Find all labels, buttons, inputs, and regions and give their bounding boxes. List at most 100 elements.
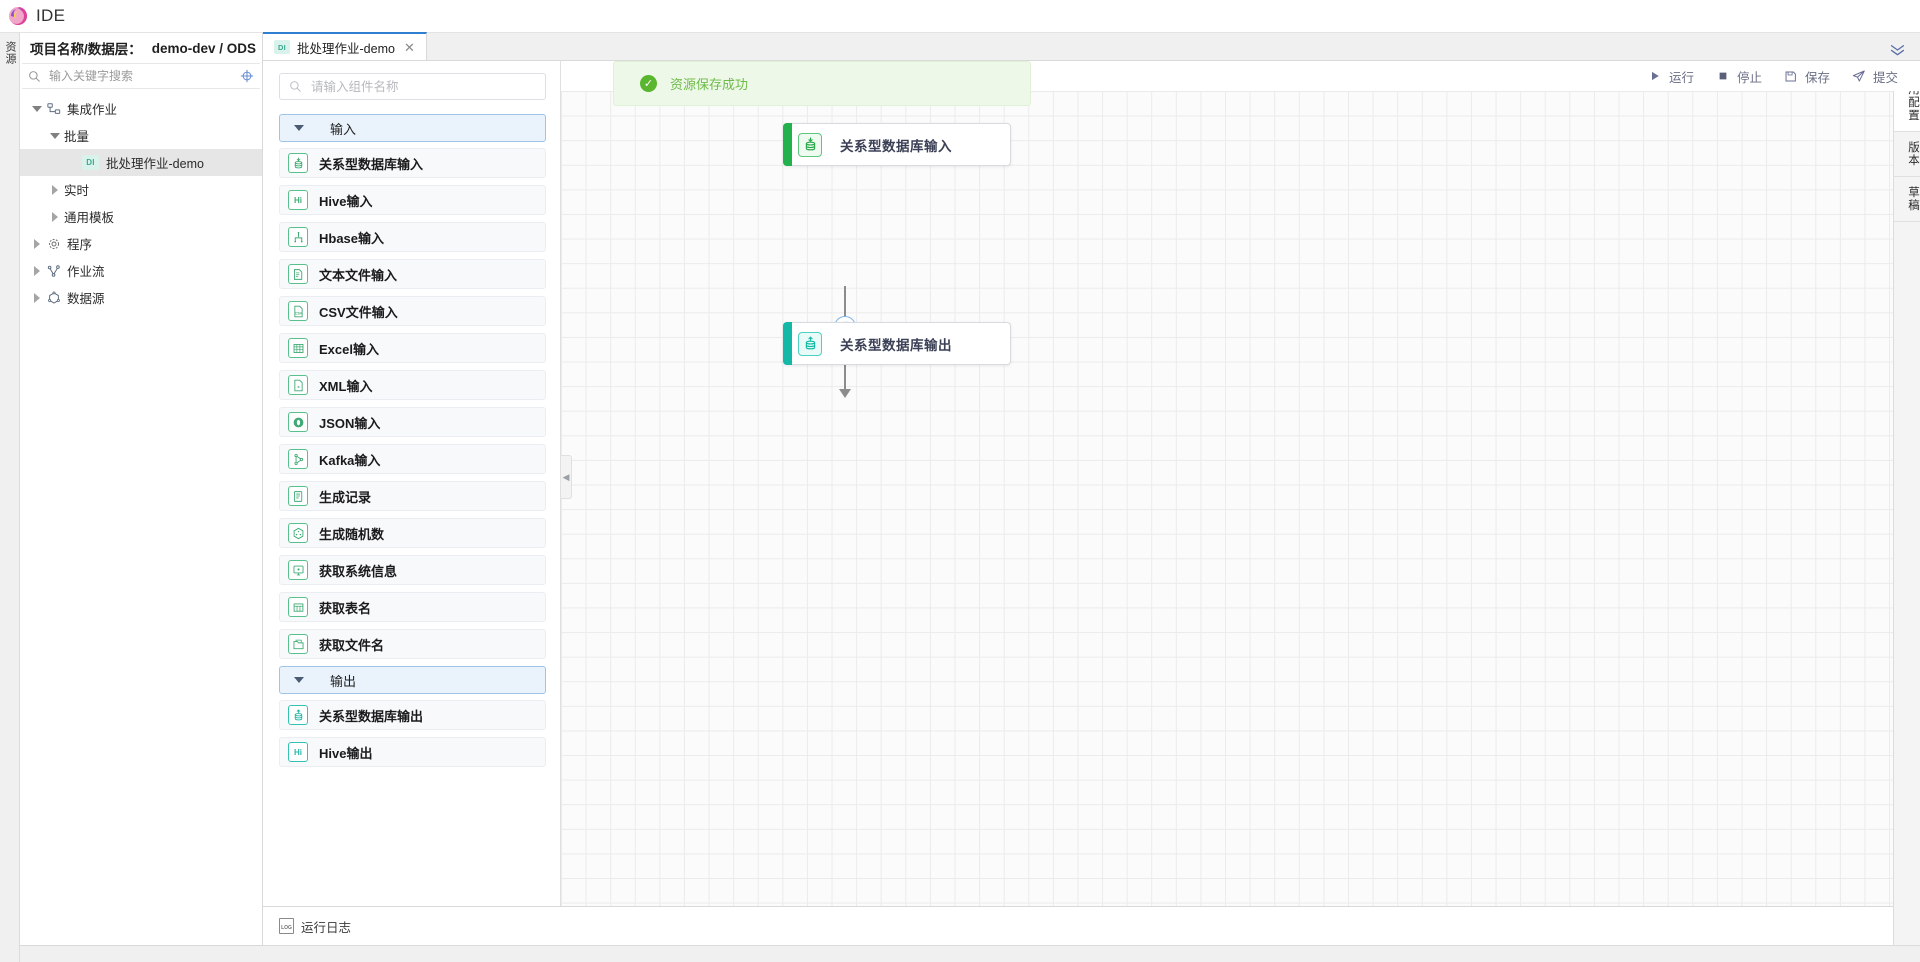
random-number-icon (288, 523, 308, 543)
save-icon (1784, 69, 1798, 83)
project-header: 项目名称/数据层： demo-dev / ODS (20, 33, 262, 63)
crosshair-locate-icon[interactable] (240, 69, 254, 83)
spiral-logo-icon (8, 6, 28, 26)
palette-item-label: 关系型数据库输入 (319, 156, 424, 172)
caret-right-icon[interactable] (30, 291, 44, 305)
sidebar-resize-handle[interactable] (20, 945, 263, 962)
toast-notification: ✓ 资源保存成功 (613, 61, 1031, 106)
gear-icon (46, 236, 62, 252)
node-relational-db-input[interactable]: 关系型数据库输入 (783, 123, 1011, 166)
kafka-icon (288, 449, 308, 469)
toolbar-save[interactable]: 保存 (1784, 67, 1830, 86)
palette-item[interactable]: Kafka输入 (279, 444, 546, 474)
palette-item[interactable]: 生成随机数 (279, 518, 546, 548)
toolbar-play[interactable]: 运行 (1648, 67, 1694, 86)
tree-item[interactable]: 通用模板 (20, 203, 262, 230)
node-relational-db-output[interactable]: 关系型数据库输出 (783, 322, 1011, 365)
right-rail-tab[interactable]: 草稿 (1894, 177, 1920, 222)
system-info-icon (288, 560, 308, 580)
canvas-grid[interactable] (561, 91, 1920, 906)
palette-group-header[interactable]: 输出 (279, 666, 546, 694)
toolbar-submit-send[interactable]: 提交 (1852, 67, 1898, 86)
palette-item[interactable]: JSON输入 (279, 407, 546, 437)
tree-item[interactable]: 数据源 (20, 284, 262, 311)
hive-icon: Hi (288, 190, 308, 210)
tree-item-label: 数据源 (67, 292, 105, 306)
caret-down-icon[interactable] (30, 102, 44, 116)
editor-tab-batch-demo[interactable]: DI 批处理作业-demo ✕ (263, 32, 427, 60)
palette-group-label: 输出 (330, 673, 357, 689)
palette-item[interactable]: 获取表名 (279, 592, 546, 622)
toolbar-stop[interactable]: 停止 (1716, 67, 1762, 86)
editor-tabstrip: DI 批处理作业-demo ✕ (263, 32, 1920, 61)
log-file-icon: LOG (279, 918, 294, 934)
edge-line-lower (844, 339, 846, 392)
database-output-icon (798, 331, 822, 356)
palette-item[interactable]: 获取系统信息 (279, 555, 546, 585)
caret-right-icon[interactable] (48, 210, 62, 224)
chevron-double-down-icon[interactable] (1889, 43, 1906, 57)
palette-item[interactable]: 关系型数据库输出 (279, 700, 546, 730)
close-icon[interactable]: ✕ (403, 39, 415, 55)
right-rail-tab[interactable]: 版本 (1894, 132, 1920, 177)
palette-item-label: XML输入 (319, 378, 373, 394)
palette-item[interactable]: x XML输入 (279, 370, 546, 400)
search-icon (289, 80, 302, 93)
toolbar-button-label: 保存 (1804, 70, 1830, 85)
tree-item-label: 实时 (64, 184, 90, 198)
palette-group-header[interactable]: 输入 (279, 114, 546, 142)
tree-item[interactable]: 集成作业 (20, 95, 262, 122)
hbase-icon (288, 227, 308, 247)
submit-send-icon (1852, 69, 1866, 83)
get-file-name-icon (288, 634, 308, 654)
palette-item-label: 生成记录 (319, 489, 372, 505)
flow-canvas[interactable]: 运行 停止 保存 提交 ✓ 资源保存成功 关系型数据库输入 (561, 61, 1920, 906)
caret-right-icon[interactable] (30, 264, 44, 278)
tree-item[interactable]: 批量 (20, 122, 262, 149)
toolbar-button-label: 运行 (1668, 70, 1694, 85)
palette-search[interactable] (279, 73, 546, 100)
project-header-value: demo-dev / ODS (151, 40, 257, 56)
tree-item-label: 通用模板 (64, 211, 115, 225)
palette-item-label: CSV文件输入 (319, 304, 398, 320)
sidebar-search[interactable] (22, 63, 260, 89)
caret-right-icon[interactable] (30, 237, 44, 251)
tree-item[interactable]: 程序 (20, 230, 262, 257)
run-log-bar[interactable]: LOG 运行日志 (263, 906, 1893, 945)
csv-file-icon: CSV (288, 301, 308, 321)
edge-arrow-icon (839, 389, 851, 398)
caret-down-icon[interactable] (48, 129, 62, 143)
caret-right-icon[interactable] (48, 183, 62, 197)
search-icon (28, 70, 41, 83)
palette-item-label: 关系型数据库输出 (319, 708, 424, 724)
node-label: 关系型数据库输入 (840, 138, 952, 154)
palette-item-label: Hive输出 (319, 745, 373, 761)
palette-item[interactable]: CSV CSV文件输入 (279, 296, 546, 326)
palette-item[interactable]: 生成记录 (279, 481, 546, 511)
project-sidebar: 项目名称/数据层： demo-dev / ODS 集成作业批量DI批处理作业-d… (20, 33, 263, 945)
di-badge-icon: DI (82, 155, 99, 170)
search-input[interactable] (47, 68, 234, 84)
tree-item-label: 集成作业 (67, 103, 118, 117)
palette-item[interactable]: Hbase输入 (279, 222, 546, 252)
workflow-icon (46, 263, 62, 279)
tree-item[interactable]: 作业流 (20, 257, 262, 284)
palette-item[interactable]: 关系型数据库输入 (279, 148, 546, 178)
rail-tab-resource[interactable]: 资源 (4, 41, 16, 65)
palette-collapse-button[interactable]: ◀ (561, 455, 572, 499)
database-input-icon (798, 132, 822, 157)
di-badge-icon: DI (274, 40, 290, 54)
tree-item[interactable]: 实时 (20, 176, 262, 203)
palette-item[interactable]: 获取文件名 (279, 629, 546, 659)
palette-search-input[interactable] (309, 78, 536, 95)
project-header-label: 项目名称/数据层： (30, 42, 142, 57)
palette-item[interactable]: Excel输入 (279, 333, 546, 363)
xml-file-icon: x (288, 375, 308, 395)
left-rail: 资源 (0, 33, 20, 962)
palette-item[interactable]: 文本文件输入 (279, 259, 546, 289)
